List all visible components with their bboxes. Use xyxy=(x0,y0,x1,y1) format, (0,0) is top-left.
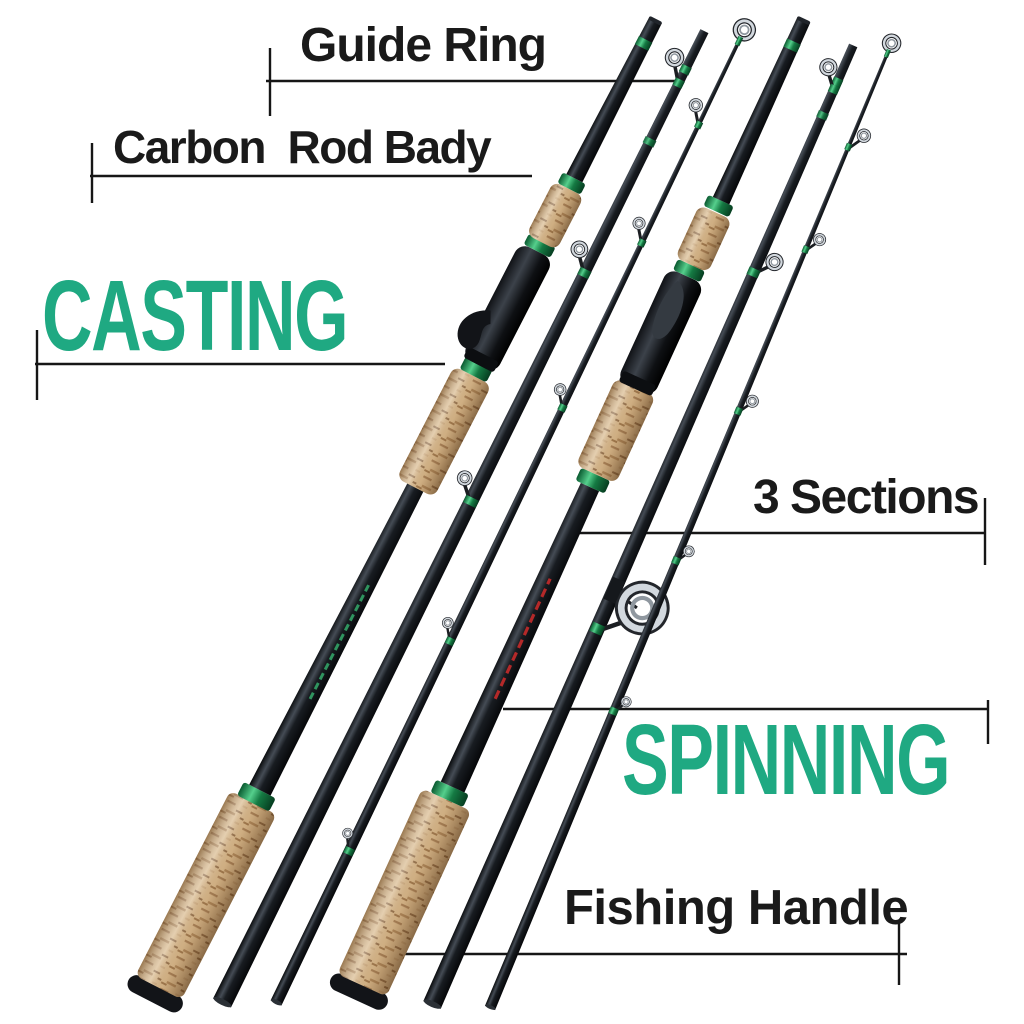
guide-ring xyxy=(454,468,480,509)
green-wrap xyxy=(634,36,653,51)
trigger-grip xyxy=(457,310,491,349)
callout-lines xyxy=(35,48,990,985)
rod-casting-tip-section xyxy=(270,15,757,1006)
guide-ring xyxy=(733,393,761,416)
label-casting: CASTING xyxy=(42,260,349,372)
casting-reel-seat xyxy=(465,246,550,370)
reel-seat-cutout xyxy=(652,280,684,339)
green-trim-ring xyxy=(431,780,468,807)
rod-spinning-butt-section xyxy=(329,16,811,1010)
blank-lower xyxy=(249,481,425,796)
red-brand-text xyxy=(493,578,552,700)
stripper-guide-large xyxy=(589,573,670,655)
guide-ring xyxy=(440,615,456,647)
guide-ring xyxy=(563,240,592,280)
green-trim-ring xyxy=(460,357,492,382)
blank-lower xyxy=(440,482,600,793)
tip-top-guide xyxy=(729,18,756,47)
green-trim-ring xyxy=(238,782,275,811)
callout-line-fishing-handle xyxy=(397,921,907,985)
label-fishing-handle: Fishing Handle xyxy=(564,881,909,935)
green-trim-ring xyxy=(673,259,705,282)
guide-ring xyxy=(844,126,873,152)
green-wrap xyxy=(830,76,844,88)
callout-line-three-sections xyxy=(558,498,987,565)
blank-upper xyxy=(712,16,811,205)
blank-upper xyxy=(566,16,662,183)
rod-spinning-tip-section xyxy=(484,33,909,1011)
rod-spinning-mid-section xyxy=(423,43,858,1009)
green-trim-ring xyxy=(524,234,555,257)
guide-ring xyxy=(657,48,696,89)
guide-ring xyxy=(686,96,705,130)
guide-ring xyxy=(746,247,783,279)
guide-ring xyxy=(671,544,696,566)
green-trim-ring xyxy=(576,468,610,493)
guide-ring xyxy=(630,215,648,248)
guide-ring xyxy=(608,695,633,717)
tip-top-guide xyxy=(879,33,901,58)
guide-ring xyxy=(801,231,828,255)
green-wrap xyxy=(678,63,692,76)
butt-cap xyxy=(127,975,183,1013)
rod-casting-butt-section xyxy=(127,16,662,1013)
green-trim-ring xyxy=(704,195,733,217)
label-three-sections: 3 Sections xyxy=(753,471,980,524)
callout-line-guide-ring xyxy=(266,48,676,116)
green-wrap xyxy=(816,110,829,121)
butt-cap xyxy=(329,973,388,1010)
label-carbon-rod-body: Carbon Rod Bady xyxy=(113,121,492,173)
green-trim-ring xyxy=(558,173,585,194)
callout-line-carbon-rod-body xyxy=(90,143,532,203)
callout-line-casting xyxy=(35,330,445,400)
label-guide-ring: Guide Ring xyxy=(300,19,547,72)
label-spinning: SPINNING xyxy=(622,704,951,816)
green-wrap xyxy=(783,38,801,53)
guide-ring xyxy=(813,58,841,96)
callout-line-spinning xyxy=(503,700,990,744)
green-wrap xyxy=(642,135,657,148)
guide-ring xyxy=(340,826,356,857)
rod-casting-mid-section xyxy=(213,29,709,1008)
guide-ring xyxy=(552,381,568,413)
